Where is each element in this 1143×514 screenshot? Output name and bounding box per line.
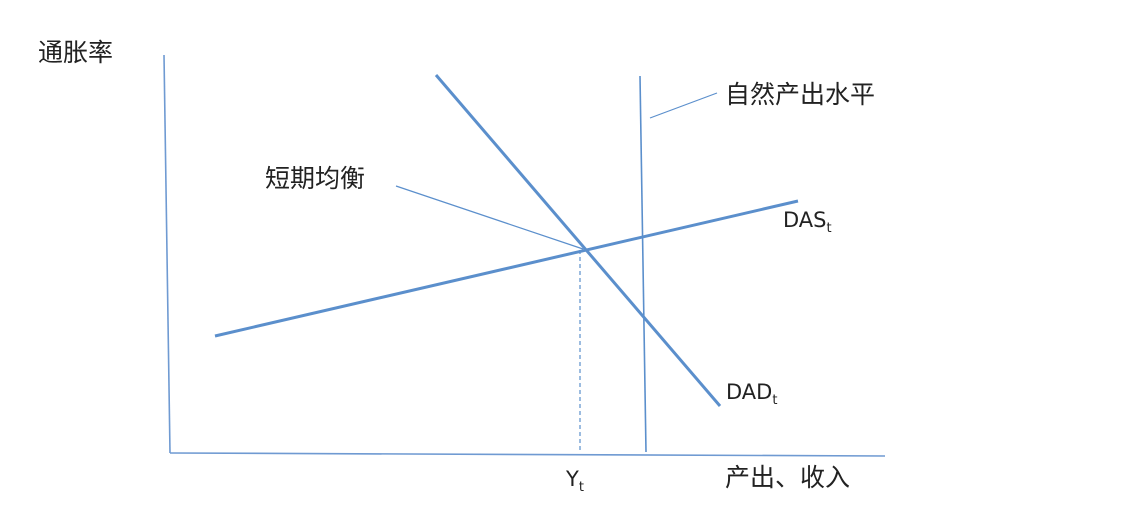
- y-axis-label: 通胀率: [38, 38, 113, 67]
- yt-label-main: Y: [565, 467, 579, 491]
- x-axis-label: 产出、收入: [725, 463, 850, 492]
- das-label: DASt: [783, 208, 832, 236]
- short-run-equilibrium-label: 短期均衡: [265, 164, 365, 193]
- yt-label-sub: t: [579, 480, 584, 495]
- dad-label-sub: t: [772, 393, 777, 408]
- dad-curve: [434, 74, 722, 407]
- equilibrium-leader: [395, 185, 584, 250]
- das-label-main: DAS: [783, 208, 827, 232]
- das-label-sub: t: [827, 221, 832, 236]
- x-axis: [169, 452, 886, 457]
- das-curve: [214, 199, 799, 338]
- yt-label: Yt: [565, 467, 584, 495]
- natural-output-leader: [649, 92, 718, 119]
- dad-label: DADt: [726, 380, 777, 408]
- natural-output-label: 自然产出水平: [725, 80, 875, 109]
- y-axis: [163, 54, 171, 454]
- natural-output-line: [639, 75, 647, 453]
- dad-label-main: DAD: [726, 380, 772, 404]
